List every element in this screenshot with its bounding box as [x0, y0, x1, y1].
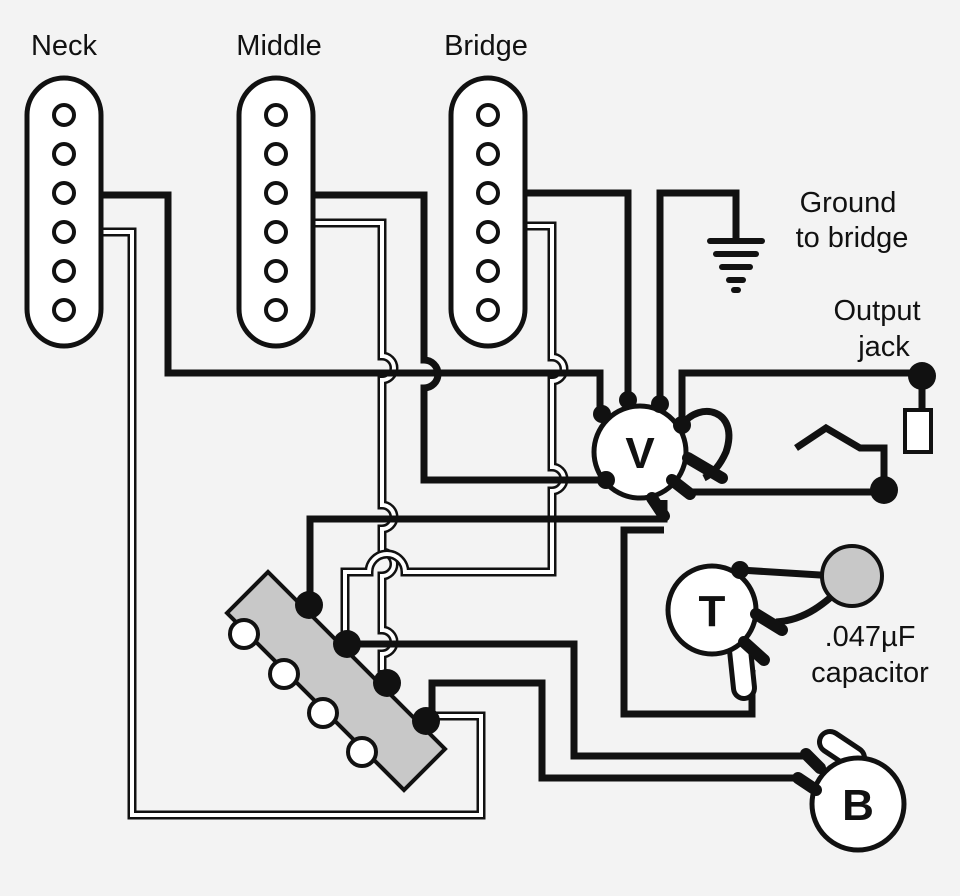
pickup-bridge: [448, 75, 528, 349]
ground-label-line1: Ground: [800, 187, 897, 219]
pickup-middle: [236, 75, 316, 349]
switch-to-blend-wire-1: [348, 640, 812, 760]
ground-icon: [707, 238, 765, 293]
output-ground-wire: [690, 423, 888, 496]
output-label-line2: jack: [857, 331, 910, 363]
output-hot-wire: [678, 369, 926, 425]
ground-wire: [656, 189, 740, 400]
output-label-line1: Output: [833, 295, 920, 327]
capacitor-label-line1: .047µF: [825, 621, 916, 653]
ground-label-line2: to bridge: [796, 222, 909, 254]
switch-to-volume-wire: [306, 500, 668, 604]
volume-pot-label: V: [625, 429, 655, 478]
middle-black-wire: [312, 191, 606, 484]
volume-to-tone-ground: [620, 526, 756, 718]
pickup-neck-label: Neck: [31, 30, 98, 62]
black-wires: [98, 189, 926, 782]
blend-pot: B: [792, 729, 907, 853]
capacitor-label-line2: capacitor: [811, 657, 929, 689]
tone-pot-label: T: [699, 587, 726, 636]
pickup-bridge-label: Bridge: [444, 30, 528, 62]
pickup-selector-switch: [224, 569, 448, 793]
output-jack-icon: [870, 362, 936, 504]
capacitor-icon: [820, 544, 884, 608]
blend-pot-label: B: [842, 781, 874, 830]
pickup-middle-label: Middle: [236, 30, 321, 62]
neck-black-wire: [98, 191, 604, 412]
tone-pot: T: [665, 561, 788, 701]
pickup-neck: [24, 75, 104, 349]
bridge-black-wire: [522, 189, 632, 400]
volume-pot: V: [591, 391, 728, 522]
